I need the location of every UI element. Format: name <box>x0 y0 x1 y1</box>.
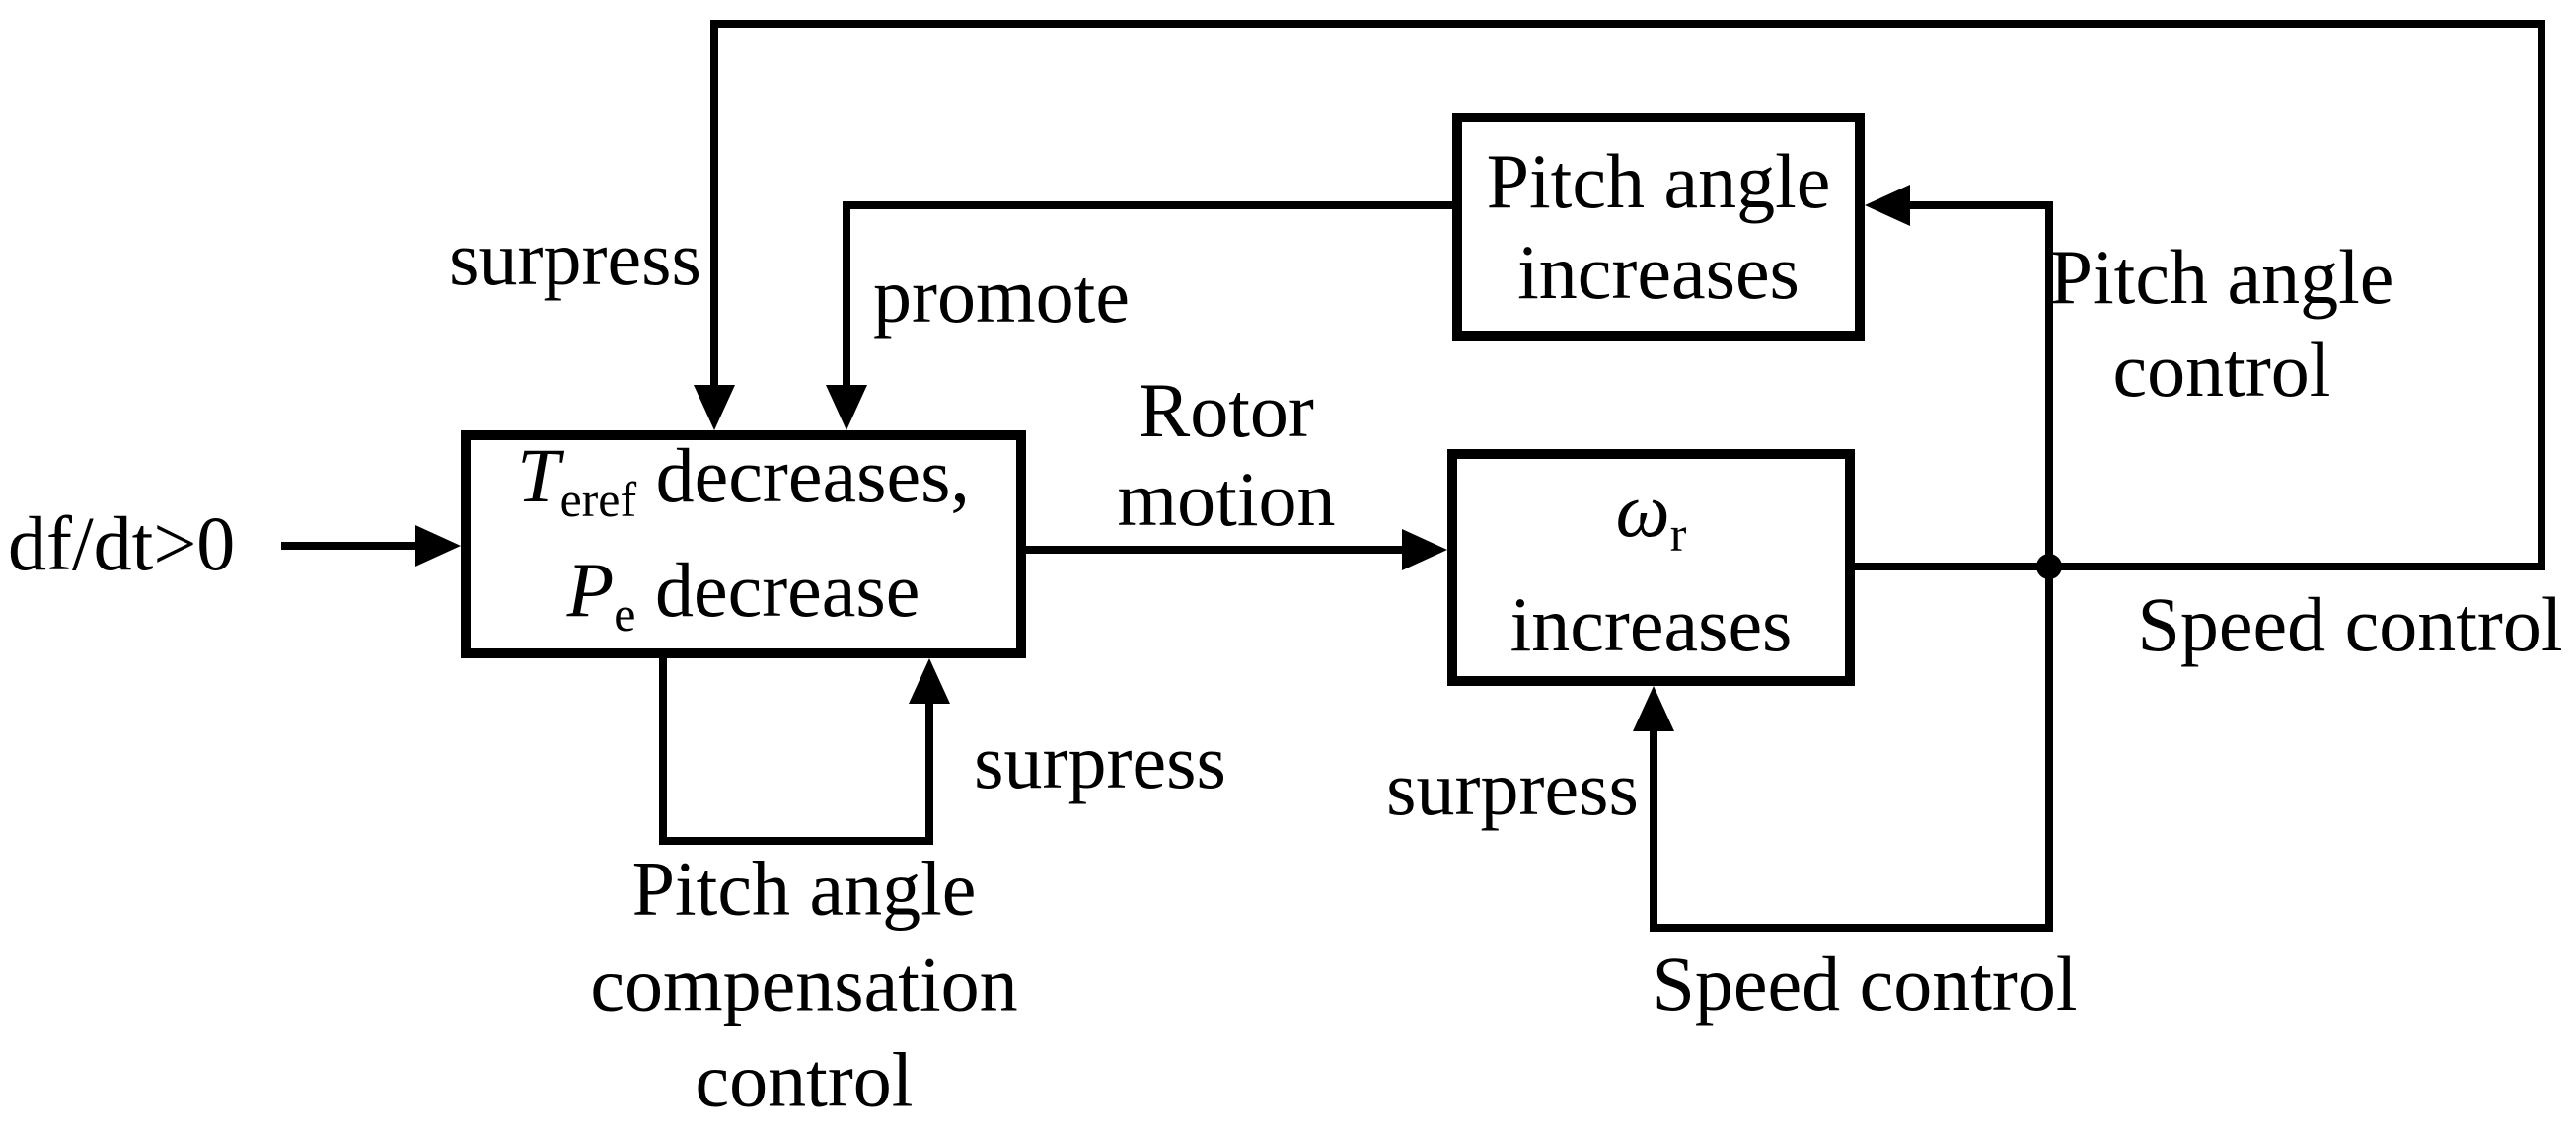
comp-loop-arrowhead-icon <box>909 658 950 704</box>
rotor-motion-label: Rotor motion <box>1117 367 1336 542</box>
omega-box-line1: ωr <box>1615 467 1687 562</box>
feedback-right-line <box>2538 20 2545 570</box>
pitch-box-line1: Pitch angle <box>1486 137 1831 224</box>
speed-loop-left-line <box>1650 731 1657 932</box>
promote-label: promote <box>873 253 1130 339</box>
pitch-control-arrowhead-icon <box>1865 185 1910 226</box>
speed-loop-arrowhead-icon <box>1633 686 1674 731</box>
pitch-control-horizontal-line <box>1910 201 2053 209</box>
surpress-top-arrowhead-icon <box>694 385 735 430</box>
junction-dot <box>2036 554 2062 579</box>
pitch-control-vertical-line <box>2045 201 2053 570</box>
teref-decreases-box: Teref decreases, Pe decrease <box>461 430 1026 658</box>
comp-loop-bottom-line <box>659 837 933 845</box>
comp-loop-left-line <box>659 658 667 845</box>
input-condition-label: df/dt>0 <box>8 500 236 586</box>
pitch-angle-control-label: Pitch angle control <box>2049 234 2394 413</box>
pitch-box-line2: increases <box>1517 228 1800 315</box>
surpress-mid-label: surpress <box>974 719 1226 804</box>
teref-box-line1: Teref decreases, <box>517 431 970 527</box>
rotor-motion-line <box>1026 546 1406 554</box>
surpress-top-label: surpress <box>449 215 701 301</box>
comp-loop-right-line <box>925 704 933 845</box>
surpress-speed-label: surpress <box>1386 745 1639 831</box>
omega-box-line2: increases <box>1509 581 1793 667</box>
promote-arrowhead-icon <box>826 385 867 430</box>
omega-increases-box: ωr increases <box>1447 449 1855 686</box>
promote-horizontal-line <box>843 201 1452 209</box>
pitch-angle-increases-box: Pitch angle increases <box>1452 113 1865 341</box>
speed-loop-bottom-line <box>1650 924 2053 932</box>
promote-vertical-line <box>843 201 850 385</box>
rotor-motion-arrowhead-icon <box>1402 529 1447 570</box>
input-line <box>281 542 419 550</box>
omega-output-line <box>1855 563 2545 570</box>
feedback-top-line <box>710 20 2545 28</box>
speed-control-right-label: Speed control <box>2137 581 2563 667</box>
surpress-top-line <box>710 20 718 385</box>
pitch-compensation-control-label: Pitch angle compensation control <box>590 845 1018 1123</box>
teref-box-line2: Pe decrease <box>566 546 920 642</box>
speed-loop-right-line <box>2045 563 2053 932</box>
speed-control-bottom-label: Speed control <box>1652 941 2078 1026</box>
input-arrowhead-icon <box>415 525 461 567</box>
